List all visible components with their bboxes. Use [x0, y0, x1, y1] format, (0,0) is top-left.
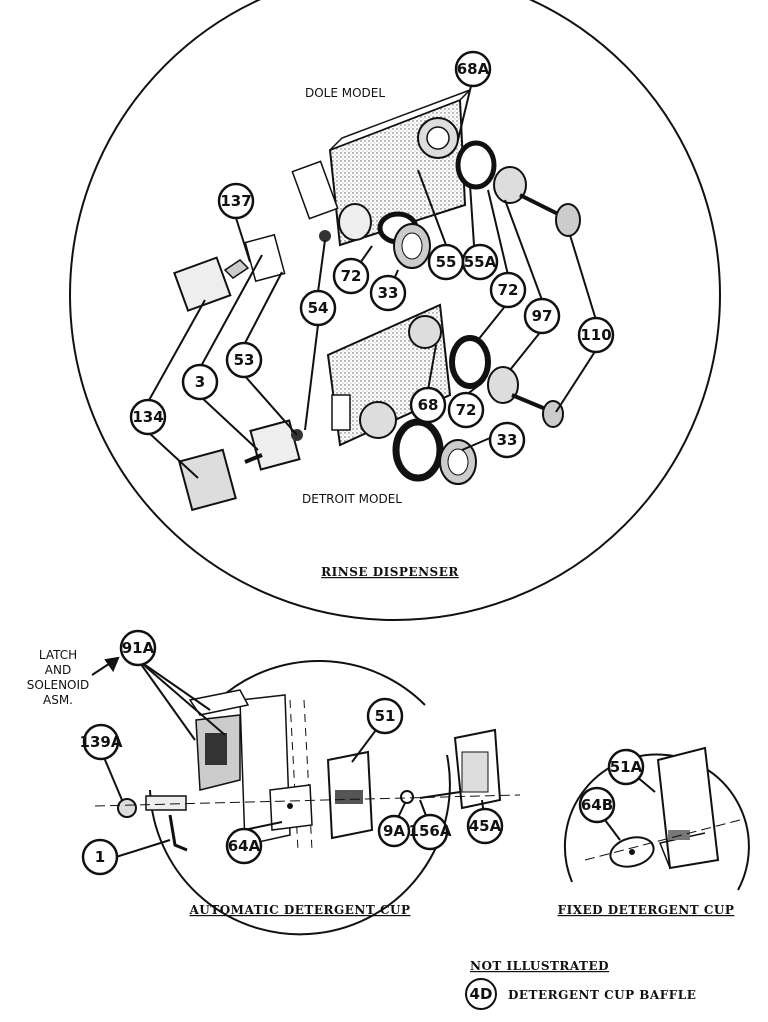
- callout-4d: 4D: [470, 985, 493, 1003]
- automatic-cup-parts: [117, 689, 502, 852]
- latch-label-line4: ASM.: [43, 693, 73, 707]
- callout-51a: 51A: [610, 758, 643, 776]
- detroit-parts: [392, 335, 564, 485]
- dole-parts: [338, 140, 581, 269]
- callout-64b: 64B: [581, 796, 613, 814]
- callout-68-mid: 68: [418, 396, 439, 414]
- latch-label-line3: SOLENOID: [27, 678, 90, 692]
- fixed-cup-caption: FIXED DETERGENT CUP: [558, 903, 735, 917]
- latch-label-line1: LATCH: [39, 648, 77, 662]
- callout-72-c: 72: [456, 401, 477, 419]
- auto-callouts: [81, 629, 504, 876]
- callout-33-b: 33: [497, 431, 518, 449]
- callout-51: 51: [375, 707, 396, 725]
- fixed-cup-parts: [584, 746, 741, 870]
- callout-139a: 139A: [80, 733, 123, 751]
- rinse-dispenser-outline: [69, 0, 721, 621]
- callout-53: 53: [234, 351, 255, 369]
- fixed-cup-outline: [563, 753, 750, 891]
- rinse-callouts: [129, 50, 615, 459]
- detroit-model-label: DETROIT MODEL: [302, 492, 402, 506]
- callout-54: 54: [308, 299, 329, 317]
- callout-91a: 91A: [122, 639, 155, 657]
- callout-68a-top: 68A: [457, 60, 490, 78]
- callout-97: 97: [532, 307, 553, 325]
- callout-156a: 156A: [409, 822, 452, 840]
- dole-model-label: DOLE MODEL: [305, 86, 385, 100]
- leader-lines-auto: [91, 656, 486, 858]
- callout-55: 55: [436, 253, 457, 271]
- callout-1: 1: [95, 848, 105, 866]
- callout-110: 110: [580, 326, 611, 344]
- callout-55a: 55A: [464, 253, 497, 271]
- callout-64a: 64A: [228, 837, 261, 855]
- centerline-auto: [94, 794, 521, 807]
- not-illustrated-heading: NOT ILLUSTRATED: [470, 959, 609, 973]
- solenoid-assemblies: [173, 230, 331, 512]
- callout-45a: 45A: [469, 817, 502, 835]
- leader-lines-rinse: [147, 85, 597, 479]
- callout-9a: 9A: [383, 822, 405, 840]
- callout-3: 3: [195, 373, 205, 391]
- callout-51a-circle: [607, 748, 645, 786]
- rinse-dispenser-caption: RINSE DISPENSER: [321, 565, 459, 579]
- callout-33-a: 33: [378, 284, 399, 302]
- detroit-model-housing: [326, 303, 452, 447]
- callout-134: 134: [132, 408, 163, 426]
- latch-label-line2: AND: [45, 663, 71, 677]
- callout-72-a: 72: [341, 267, 362, 285]
- callout-72-b: 72: [498, 281, 519, 299]
- callout-64b-circle: [578, 786, 616, 824]
- callout-137: 137: [220, 192, 251, 210]
- baffle-text: DETERGENT CUP BAFFLE: [508, 988, 696, 1002]
- automatic-cup-caption: AUTOMATIC DETERGENT CUP: [189, 903, 411, 917]
- callout-4d-circle: [465, 978, 497, 1010]
